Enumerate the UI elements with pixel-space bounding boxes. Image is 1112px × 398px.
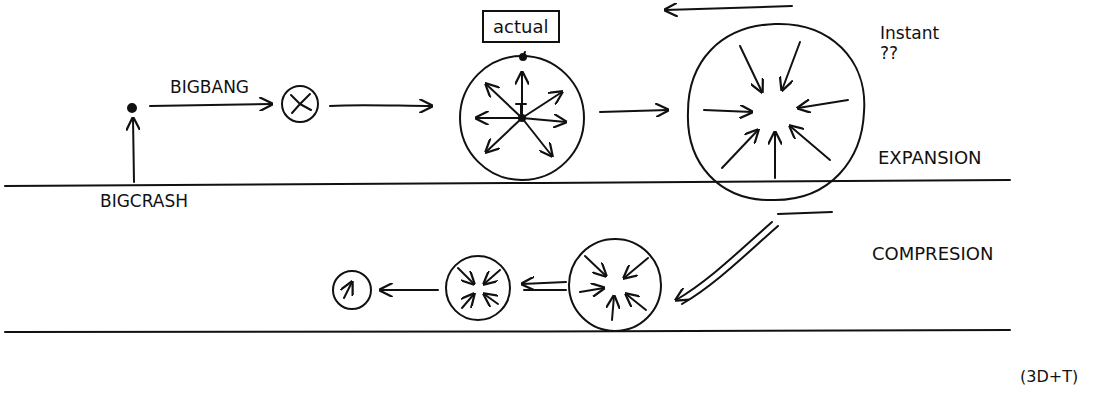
stroke xyxy=(778,212,832,214)
text-label: BIGBANG xyxy=(170,78,249,98)
leader-dot xyxy=(520,54,526,60)
universe-circle xyxy=(688,24,864,200)
text-label: EXPANSION xyxy=(878,148,982,169)
arrow-double xyxy=(682,226,778,304)
text-label: BIGCRASH xyxy=(100,192,188,212)
text-label: (3D+T) xyxy=(1020,368,1078,386)
arrow-double xyxy=(524,289,566,291)
separator-line xyxy=(5,180,1010,186)
universe-circle xyxy=(333,271,371,309)
text-label: COMPRESION xyxy=(872,244,993,265)
box-text: actual xyxy=(493,16,549,37)
universe-circle xyxy=(282,86,318,122)
arrow xyxy=(133,118,134,182)
expansion-arrows xyxy=(291,94,311,113)
arrow xyxy=(522,282,566,284)
arrow xyxy=(330,104,432,107)
singularity-dot xyxy=(128,104,136,112)
universe-circle xyxy=(446,256,510,320)
arrow xyxy=(150,104,272,106)
arrow xyxy=(600,110,668,112)
tick xyxy=(516,104,526,114)
arrow xyxy=(676,222,772,300)
arrow xyxy=(665,6,792,10)
arrow xyxy=(380,289,438,291)
separator-line xyxy=(5,330,1010,332)
universe-circle xyxy=(460,56,584,180)
universe-circle xyxy=(569,239,661,331)
arrow xyxy=(344,282,352,298)
text-label: Instant ?? xyxy=(880,24,939,63)
label-box: actual xyxy=(482,10,560,43)
